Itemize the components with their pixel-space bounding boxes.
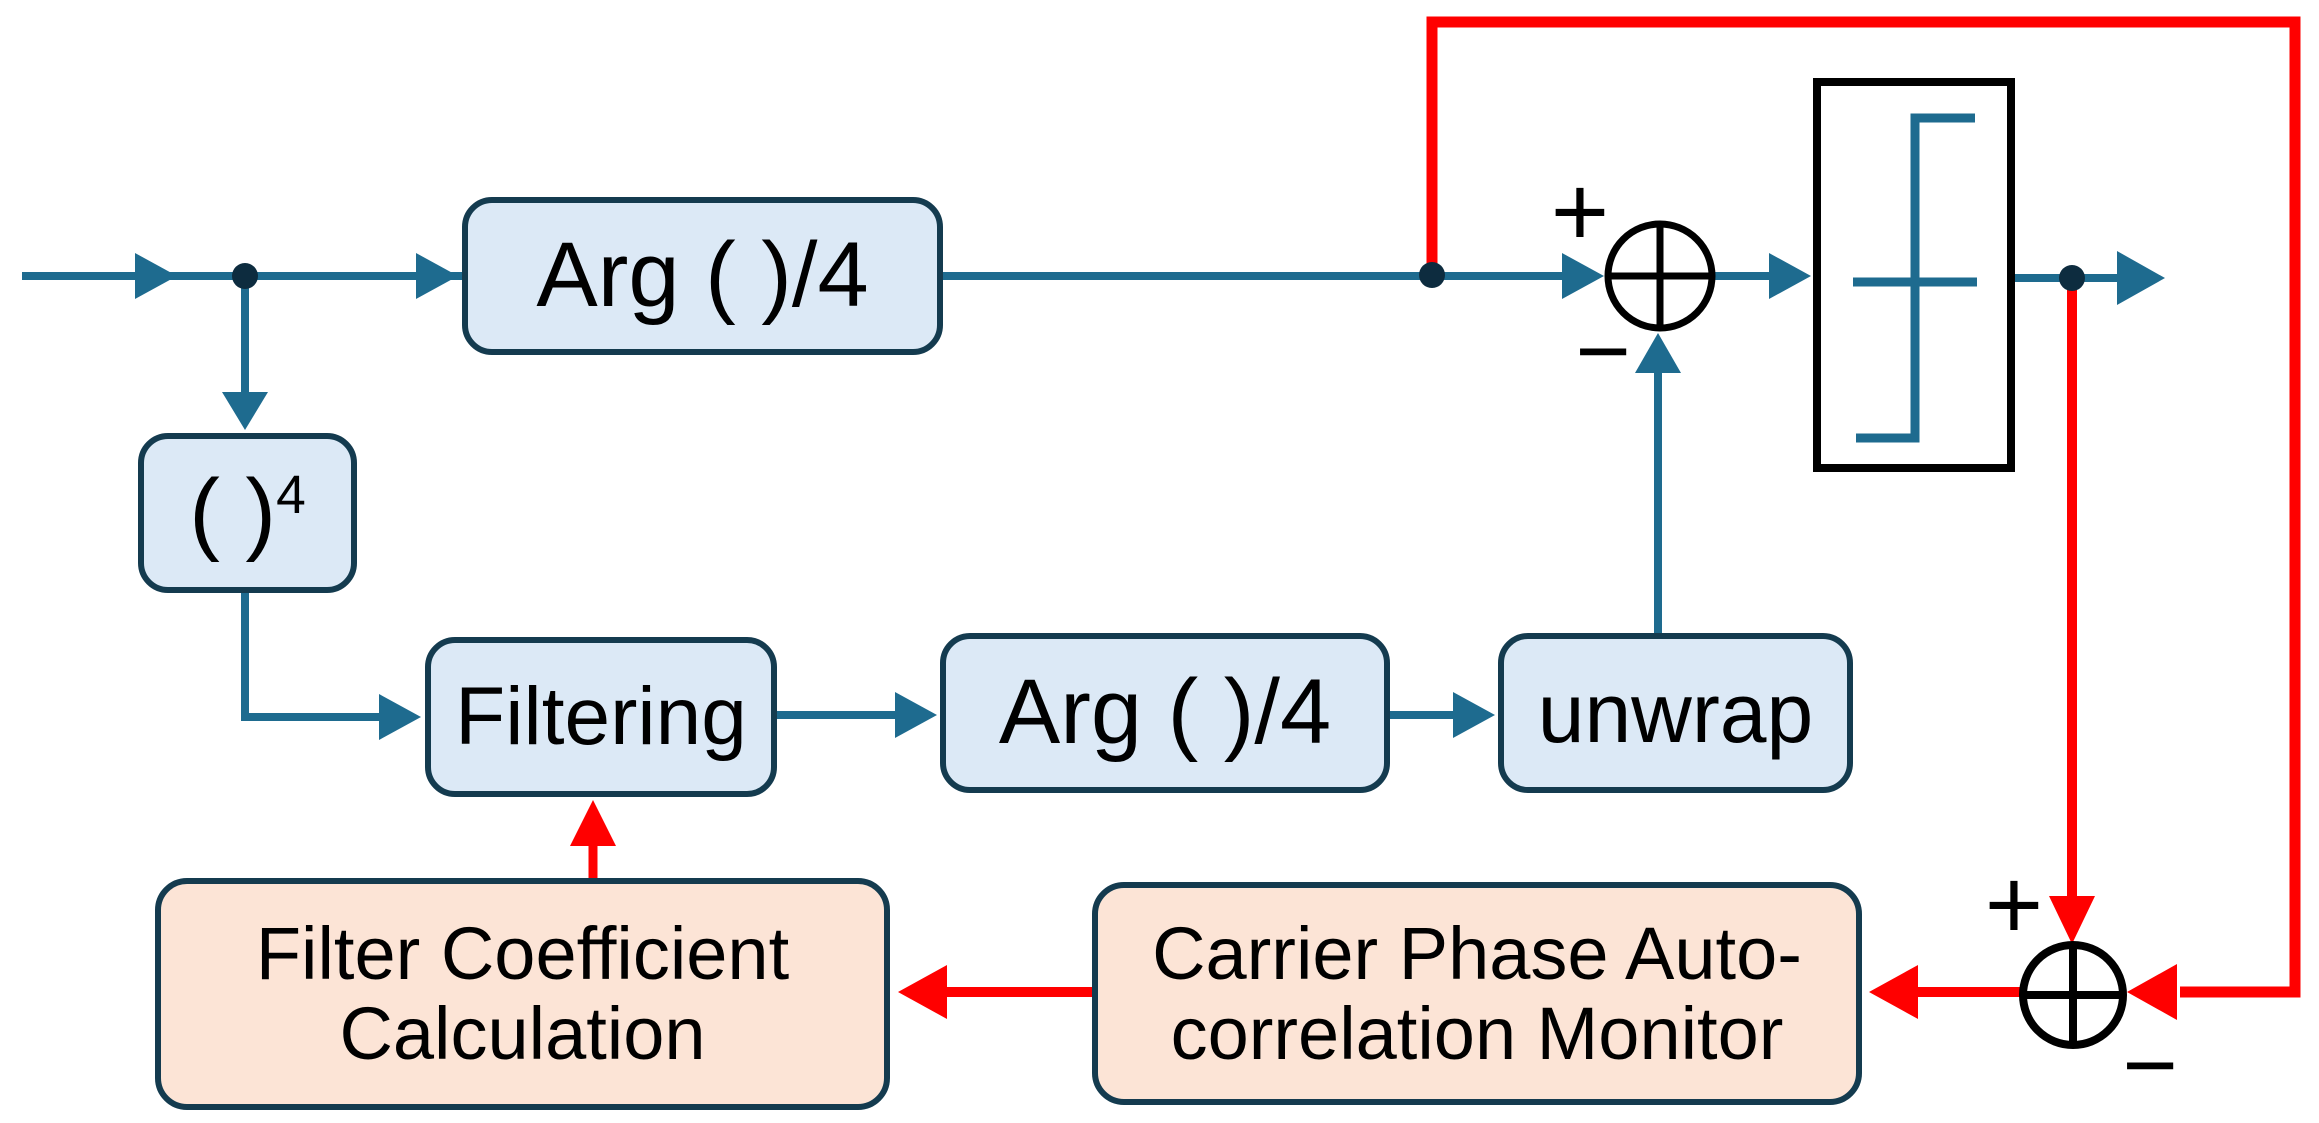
- output-arrowhead-icon: [2117, 251, 2165, 305]
- block-arg-divide4-bottom: Arg ( )/4: [940, 633, 1390, 793]
- coefficient-input-arrowhead-icon: [898, 965, 947, 1019]
- unwrap-input-arrowhead-icon: [1453, 692, 1495, 738]
- pow4-to-filtering-line: [241, 593, 382, 721]
- monitor-line2: correlation Monitor: [1170, 991, 1784, 1075]
- block-unwrap-label: unwrap: [1537, 665, 1814, 760]
- block-unwrap: unwrap: [1498, 633, 1853, 793]
- arg2-input-arrowhead-icon: [895, 692, 937, 738]
- sum2-plus-label: +: [1984, 849, 2044, 961]
- input-arrowhead-icon: [135, 253, 177, 299]
- block-filtering: Filtering: [425, 637, 777, 797]
- monitor-line1: Carrier Phase Auto-: [1152, 911, 1802, 995]
- block-filter-coefficient-calculation: Filter Coefficient Calculation: [155, 878, 890, 1110]
- sum2-minus-label: −: [2122, 1012, 2178, 1119]
- block-arg-divide4-bottom-label: Arg ( )/4: [998, 661, 1332, 764]
- limiter-input-arrowhead-icon: [1769, 253, 1811, 299]
- block-carrier-phase-autocorrelation-monitor: Carrier Phase Auto- correlation Monitor: [1092, 882, 1862, 1105]
- monitor-input-arrowhead-icon: [1869, 965, 1918, 1019]
- block-arg-divide4-top-label: Arg ( )/4: [536, 224, 869, 327]
- block-fourth-power: ( )4: [138, 433, 357, 593]
- block-fourth-power-label: ( )4: [189, 461, 306, 564]
- filter-coefficient-line2: Calculation: [339, 992, 706, 1075]
- sum1-plus-label: +: [1550, 156, 1610, 268]
- filtering-bottom-arrowhead-icon: [570, 800, 616, 846]
- block-filtering-label: Filtering: [455, 670, 747, 762]
- sum1-bottom-arrowhead-icon: [1635, 333, 1681, 373]
- branch-arrowhead-icon: [222, 392, 268, 430]
- sum2-top-arrowhead-icon: [2049, 896, 2095, 944]
- phase-branch-dot: [1419, 262, 1445, 288]
- arg1-input-arrowhead-icon: [416, 253, 458, 299]
- filter-coefficient-line1: Filter Coefficient: [255, 912, 790, 996]
- block-hard-limiter: [1813, 78, 2015, 472]
- input-branch-dot: [232, 263, 258, 289]
- block-arg-divide4-top: Arg ( )/4: [462, 197, 943, 355]
- output-branch-dot: [2059, 265, 2085, 291]
- filtering-input-arrowhead-icon: [379, 694, 421, 740]
- sum1-minus-label: −: [1575, 298, 1631, 405]
